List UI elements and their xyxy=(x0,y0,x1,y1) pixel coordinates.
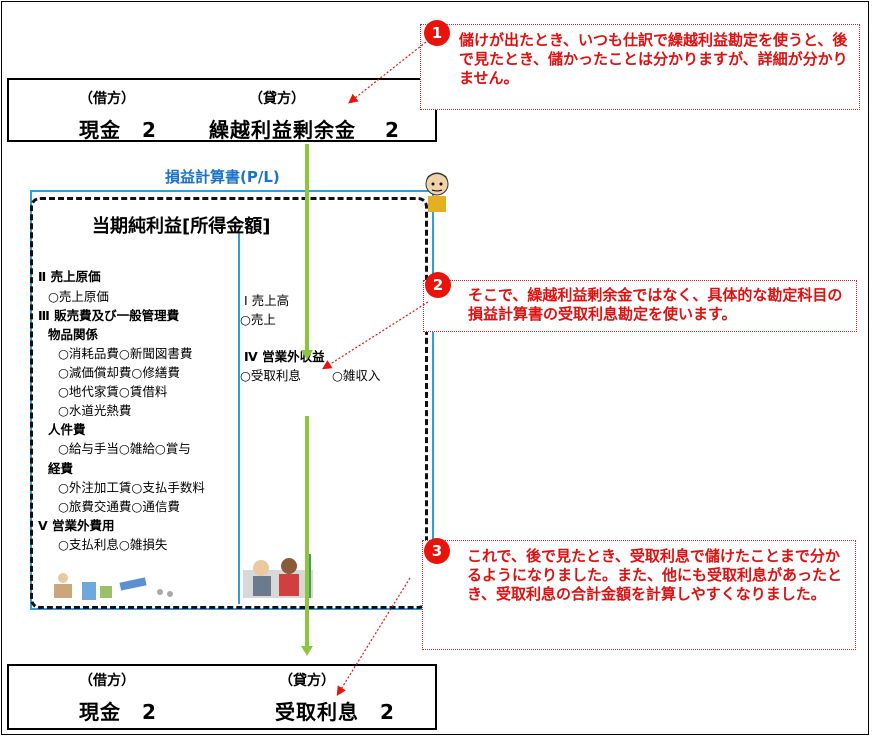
interest-income-item: ○受取利息 xyxy=(240,368,301,383)
credit-header: （貸方） xyxy=(279,673,335,689)
pl-left-item: 物品関係 xyxy=(48,327,99,342)
pl-left-item: ○支払利息○雑損失 xyxy=(58,537,168,552)
pl-left-item: Ⅴ 営業外費用 xyxy=(38,518,115,533)
credit-header: （貸方） xyxy=(249,91,305,107)
credit-amount: 繰越利益剰余金 2 xyxy=(209,118,400,142)
pl-left-item: ○外注加工賃○支払手数料 xyxy=(58,480,205,495)
debit-amount: 現金 2 xyxy=(79,118,157,142)
debit-amount: 現金 2 xyxy=(79,700,157,724)
note-text: そこで、繰越利益剰余金ではなく、具体的な勘定科目の損益計算書の受取利息勘定を使い… xyxy=(468,286,843,323)
note-1: 儲けが出たとき、いつも仕訳で繰越利益勘定を使うと、後で見たとき、儲かったことは分… xyxy=(420,24,860,110)
debit-header: （借方） xyxy=(79,673,135,689)
note-text: 儲けが出たとき、いつも仕訳で繰越利益勘定を使うと、後で見たとき、儲かったことは分… xyxy=(459,31,848,87)
note-number-badge: 2 xyxy=(425,272,451,298)
sales-header: Ⅰ 売上高 xyxy=(244,293,290,308)
note-2: そこで、繰越利益剰余金ではなく、具体的な勘定科目の損益計算書の受取利息勘定を使い… xyxy=(423,280,857,332)
person-icon xyxy=(425,172,449,212)
pl-left-item: ○地代家賃○賃借料 xyxy=(58,384,168,399)
top-journal-entry: （借方） （貸方） 現金 2 繰越利益剰余金 2 xyxy=(7,78,437,142)
credit-amount: 受取利息 2 xyxy=(275,700,395,724)
note-text: これで、後で見たとき、受取利息で儲けたことまで分かるようになりました。また、他に… xyxy=(467,547,843,603)
note-number-badge: 1 xyxy=(424,20,450,46)
net-income-title: 当期純利益[所得金額] xyxy=(92,216,271,237)
pl-dashed-area xyxy=(30,197,428,609)
debit-header: （借方） xyxy=(79,91,135,107)
office-illustration-left xyxy=(54,573,173,600)
pl-left-item: 経費 xyxy=(48,461,74,476)
pl-left-item: ○減価償却費○修繕費 xyxy=(58,365,180,380)
pl-left-item: 人件費 xyxy=(48,422,86,437)
nonop-income-header: Ⅳ 営業外収益 xyxy=(244,349,325,364)
pl-divider xyxy=(238,232,240,604)
pl-left-item: ○水道光熱費 xyxy=(58,403,132,418)
bottom-journal-entry: （借方） （貸方） 現金 2 受取利息 2 xyxy=(7,664,437,730)
pl-title: 損益計算書(P/L) xyxy=(165,168,280,186)
pl-left-item: ○旅費交通費○通信費 xyxy=(58,499,180,514)
pl-left-item: ○給与手当○雑給○賞与 xyxy=(58,441,191,456)
sales-item: ○売上 xyxy=(240,312,276,327)
pl-left-item: Ⅲ 販売費及び一般管理費 xyxy=(38,308,180,323)
pl-left-item: ○消耗品費○新聞図書費 xyxy=(58,346,193,361)
pl-left-item: ○売上原価 xyxy=(48,289,109,304)
note-3: これで、後で見たとき、受取利息で儲けたことまで分かるようになりました。また、他に… xyxy=(422,540,856,650)
pl-left-item: Ⅱ 売上原価 xyxy=(38,269,101,284)
misc-income-item: ○雑収入 xyxy=(332,368,381,383)
note-number-badge: 3 xyxy=(424,538,450,564)
office-illustration-right xyxy=(243,554,313,598)
